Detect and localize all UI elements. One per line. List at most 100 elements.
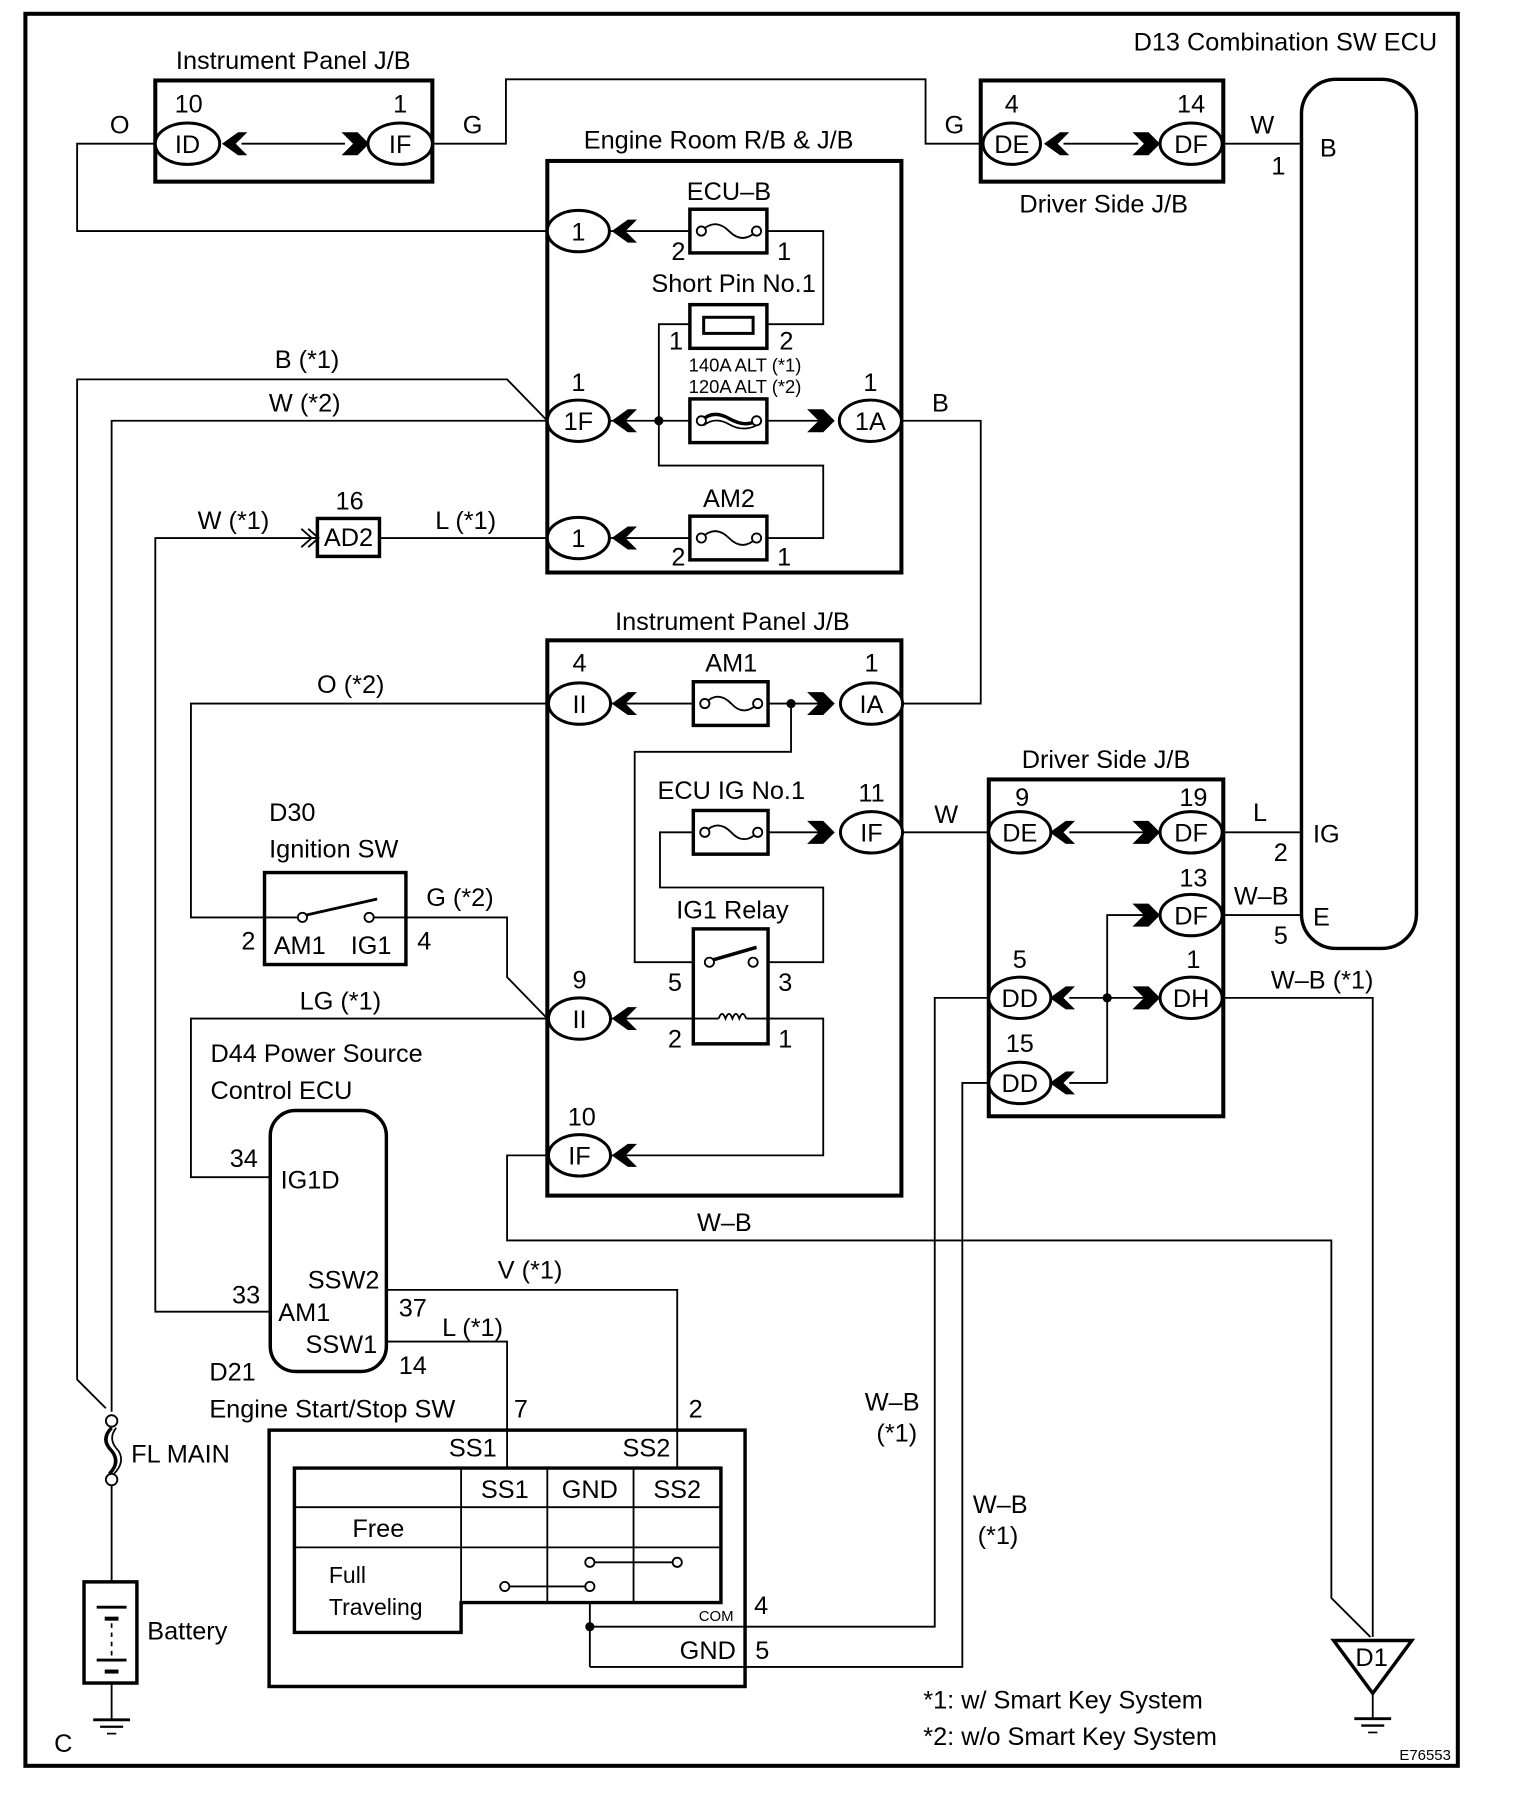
svg-text:D44 Power Source: D44 Power Source <box>210 1040 422 1068</box>
svg-text:2: 2 <box>671 238 685 266</box>
svg-text:19: 19 <box>1179 784 1207 812</box>
svg-text:V (*1): V (*1) <box>498 1256 563 1284</box>
svg-text:E: E <box>1313 903 1330 931</box>
svg-text:W (*1): W (*1) <box>198 507 270 535</box>
svg-text:1: 1 <box>571 369 585 397</box>
svg-text:W: W <box>1250 111 1274 139</box>
svg-text:7: 7 <box>514 1395 528 1423</box>
svg-text:5: 5 <box>668 969 682 997</box>
d21-engine-start-stop-sw: D21 Engine Start/Stop SW 7 2 SS1 SS2 SS1… <box>209 1359 1028 1689</box>
svg-text:D21: D21 <box>209 1359 255 1387</box>
svg-text:DF: DF <box>1174 902 1208 930</box>
svg-text:Short Pin No.1: Short Pin No.1 <box>651 270 815 298</box>
svg-text:IG1: IG1 <box>351 932 392 960</box>
svg-text:ECU IG No.1: ECU IG No.1 <box>658 777 806 805</box>
dsjb-mid: Driver Side J/B 9 19 DE DF 13 DF 5 1 DD … <box>986 746 1374 1119</box>
ipjb-top-title: Instrument Panel J/B <box>176 47 411 75</box>
fl-main-fusible-link: FL MAIN <box>104 1414 230 1487</box>
svg-text:L: L <box>1253 799 1267 827</box>
ground-icon <box>93 1718 131 1735</box>
svg-text:L (*1): L (*1) <box>442 1314 503 1342</box>
svg-text:COM: COM <box>699 1608 734 1625</box>
svg-text:1: 1 <box>571 525 585 553</box>
svg-text:G (*2): G (*2) <box>426 884 493 912</box>
svg-text:B: B <box>932 390 949 418</box>
svg-text:II: II <box>572 691 586 719</box>
svg-text:1: 1 <box>1271 153 1285 181</box>
svg-text:IG: IG <box>1313 821 1340 849</box>
svg-text:10: 10 <box>175 91 203 119</box>
svg-text:5: 5 <box>755 1637 769 1665</box>
wire-label-w2: W (*2) <box>269 390 341 418</box>
svg-text:1: 1 <box>777 238 791 266</box>
svg-text:AD2: AD2 <box>324 524 373 552</box>
svg-text:LG (*1): LG (*1) <box>300 987 382 1015</box>
svg-text:Driver Side J/B: Driver Side J/B <box>1022 746 1191 774</box>
svg-text:W–B: W–B <box>973 1491 1028 1519</box>
svg-text:Traveling: Traveling <box>329 1594 423 1620</box>
svg-text:Battery: Battery <box>147 1617 227 1645</box>
svg-text:IF: IF <box>568 1143 590 1171</box>
svg-text:AM1: AM1 <box>705 649 757 677</box>
svg-text:IA: IA <box>860 691 884 719</box>
table-row-full: Full <box>329 1562 366 1588</box>
svg-text:ECU–B: ECU–B <box>687 178 771 206</box>
svg-text:2: 2 <box>671 544 685 572</box>
svg-text:D1: D1 <box>1355 1644 1387 1672</box>
d13-combination-sw-ecu: D13 Combination SW ECU B 1 IG 2 E 5 <box>1134 29 1438 951</box>
svg-text:1F: 1F <box>564 408 594 436</box>
d30-ignition-sw: D30 Ignition SW AM1 IG1 2 4 G (*2) <box>241 799 494 967</box>
svg-text:L (*1): L (*1) <box>435 507 496 535</box>
svg-text:37: 37 <box>399 1294 427 1322</box>
svg-text:33: 33 <box>232 1282 260 1310</box>
svg-text:13: 13 <box>1179 864 1207 892</box>
svg-text:(*1): (*1) <box>876 1420 917 1448</box>
ground-point-d1: D1 <box>1330 1638 1416 1734</box>
svg-text:DD: DD <box>1002 985 1039 1013</box>
svg-text:1: 1 <box>1186 946 1200 974</box>
legend-note-1: *1: w/ Smart Key System <box>923 1686 1203 1714</box>
svg-text:DE: DE <box>1002 820 1037 848</box>
svg-text:AM2: AM2 <box>703 485 755 513</box>
svg-text:DE: DE <box>994 131 1029 159</box>
svg-text:1: 1 <box>393 91 407 119</box>
d44-power-source-control-ecu: LG (*1) D44 Power Source Control ECU IG1… <box>210 987 562 1379</box>
svg-text:DF: DF <box>1174 131 1208 159</box>
svg-text:3: 3 <box>778 969 792 997</box>
dsjb-top: 4 14 DE DF G W Driver Side J/B <box>944 78 1274 219</box>
table-header-ss1: SS1 <box>481 1476 529 1504</box>
svg-text:ID: ID <box>175 131 200 159</box>
svg-text:1: 1 <box>864 649 878 677</box>
svg-text:W–B (*1): W–B (*1) <box>1271 967 1374 995</box>
svg-text:IG1 Relay: IG1 Relay <box>676 897 789 925</box>
svg-text:Engine Start/Stop SW: Engine Start/Stop SW <box>209 1395 455 1423</box>
svg-text:Ignition SW: Ignition SW <box>269 836 398 864</box>
corner-label: C <box>54 1730 72 1758</box>
dsjb-top-title: Driver Side J/B <box>1019 191 1188 219</box>
diagram-frame <box>23 11 1460 1768</box>
svg-text:34: 34 <box>230 1145 258 1173</box>
svg-text:W–B: W–B <box>697 1209 752 1237</box>
legend-note-2: *2: w/o Smart Key System <box>923 1723 1217 1751</box>
svg-text:2: 2 <box>779 327 793 355</box>
svg-text:B: B <box>1320 134 1337 162</box>
svg-text:SSW1: SSW1 <box>306 1331 378 1359</box>
svg-text:4: 4 <box>1005 91 1019 119</box>
svg-text:16: 16 <box>336 487 364 515</box>
svg-text:AM1: AM1 <box>278 1299 330 1327</box>
ipjb-mid: Instrument Panel J/B 4 AM1 1 II IA ECU I… <box>317 608 958 1237</box>
svg-text:11: 11 <box>858 779 884 807</box>
svg-text:14: 14 <box>399 1352 427 1380</box>
svg-text:5: 5 <box>1274 922 1288 950</box>
svg-text:IF: IF <box>860 820 882 848</box>
svg-text:O (*2): O (*2) <box>317 671 384 699</box>
svg-text:10: 10 <box>568 1103 596 1131</box>
svg-text:1: 1 <box>777 544 791 572</box>
svg-text:IF: IF <box>389 131 411 159</box>
svg-text:Control ECU: Control ECU <box>210 1077 352 1105</box>
ad2-connector: 16 AD2 W (*1) L (*1) <box>198 487 496 559</box>
svg-text:AM1: AM1 <box>274 932 326 960</box>
svg-text:D13 Combination SW ECU: D13 Combination SW ECU <box>1134 29 1438 57</box>
svg-text:DH: DH <box>1173 985 1210 1013</box>
